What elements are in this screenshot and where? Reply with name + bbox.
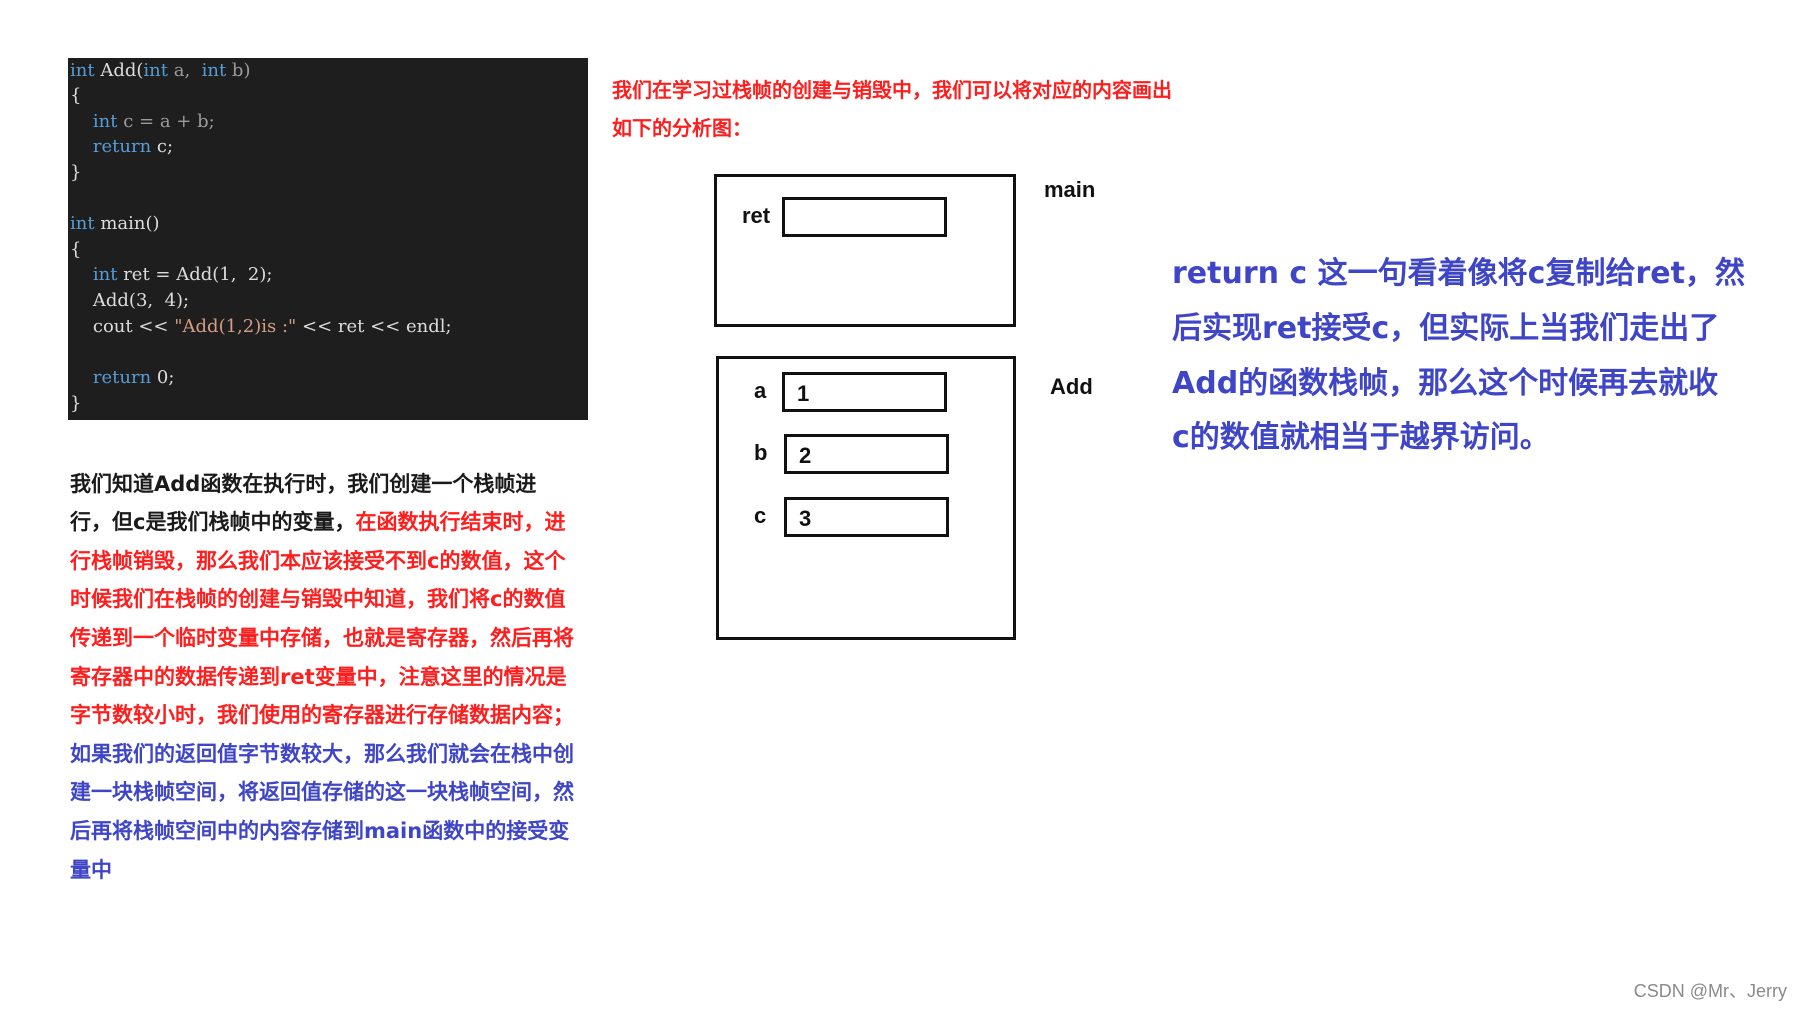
- var-b-cell: 2: [784, 434, 949, 474]
- para-line: return c 这一句看着像将c复制给ret，然: [1172, 256, 1745, 291]
- para-line: 量中: [70, 858, 112, 882]
- code-line: cout << "Add(1,2)is :" << ret << endl;: [70, 316, 452, 337]
- code-line: }: [70, 393, 82, 414]
- watermark: CSDN @Mr、Jerry: [1633, 981, 1787, 1001]
- para-line: 寄存器中的数据传递到ret变量中，注意这里的情况是: [70, 665, 567, 689]
- var-c-label: c: [754, 503, 767, 528]
- ret-label: ret: [742, 203, 771, 228]
- var-a-cell: 1: [782, 372, 947, 412]
- left-explanation: 我们知道Add函数在执行时，我们创建一个栈帧进 行，但c是我们栈帧中的变量，在函…: [70, 468, 610, 888]
- var-a-label: a: [754, 378, 767, 403]
- code-line: int ret = Add(1, 2);: [70, 264, 273, 285]
- para-line: 行，但c是我们栈帧中的变量，在函数执行结束时，进: [70, 510, 566, 534]
- para-line: 后再将栈帧空间中的内容存储到main函数中的接受变: [70, 819, 570, 843]
- code-line: {: [70, 85, 82, 106]
- para-line: 我们知道Add函数在执行时，我们创建一个栈帧进: [70, 472, 537, 496]
- para-line: 如果我们的返回值字节数较大，那么我们就会在栈中创: [70, 742, 574, 766]
- para-line: 建一块栈帧空间，将返回值存储的这一块栈帧空间，然: [70, 780, 574, 804]
- code-line: int Add(int a, int b): [70, 60, 251, 81]
- top-note-line: 如下的分析图：: [612, 116, 752, 140]
- code-line: }: [70, 162, 82, 183]
- para-line: 时候我们在栈帧的创建与销毁中知道，我们将c的数值: [70, 587, 566, 611]
- para-line: Add的函数栈帧，那么这个时候再去就收: [1172, 366, 1719, 401]
- code-line: int c = a + b;: [70, 111, 215, 132]
- code-panel: int Add(int a, int b) { int c = a + b; r…: [68, 58, 588, 420]
- code-line: Add(3, 4);: [70, 290, 190, 311]
- para-line: c的数值就相当于越界访问。: [1172, 420, 1550, 455]
- add-label: Add: [1050, 374, 1093, 399]
- top-note-line: 我们在学习过栈帧的创建与销毁中，我们可以将对应的内容画出: [612, 78, 1172, 102]
- code-line: return 0;: [70, 367, 175, 388]
- var-c-cell: 3: [784, 497, 949, 537]
- ret-cell: [782, 197, 947, 237]
- top-note: 我们在学习过栈帧的创建与销毁中，我们可以将对应的内容画出 如下的分析图：: [612, 74, 1252, 144]
- code-line: return c;: [70, 136, 174, 157]
- para-line: 行栈帧销毁，那么我们本应该接受不到c的数值，这个: [70, 549, 566, 573]
- right-explanation: return c 这一句看着像将c复制给ret，然 后实现ret接受c，但实际上…: [1172, 248, 1772, 468]
- para-line: 字节数较小时，我们使用的寄存器进行存储数据内容；: [70, 703, 574, 727]
- para-line: 后实现ret接受c，但实际上当我们走出了: [1172, 311, 1720, 346]
- code-line: int main(): [70, 213, 160, 234]
- code-line: {: [70, 239, 82, 260]
- main-label: main: [1044, 177, 1096, 202]
- var-b-label: b: [754, 440, 768, 465]
- para-line: 传递到一个临时变量中存储，也就是寄存器，然后再将: [70, 626, 574, 650]
